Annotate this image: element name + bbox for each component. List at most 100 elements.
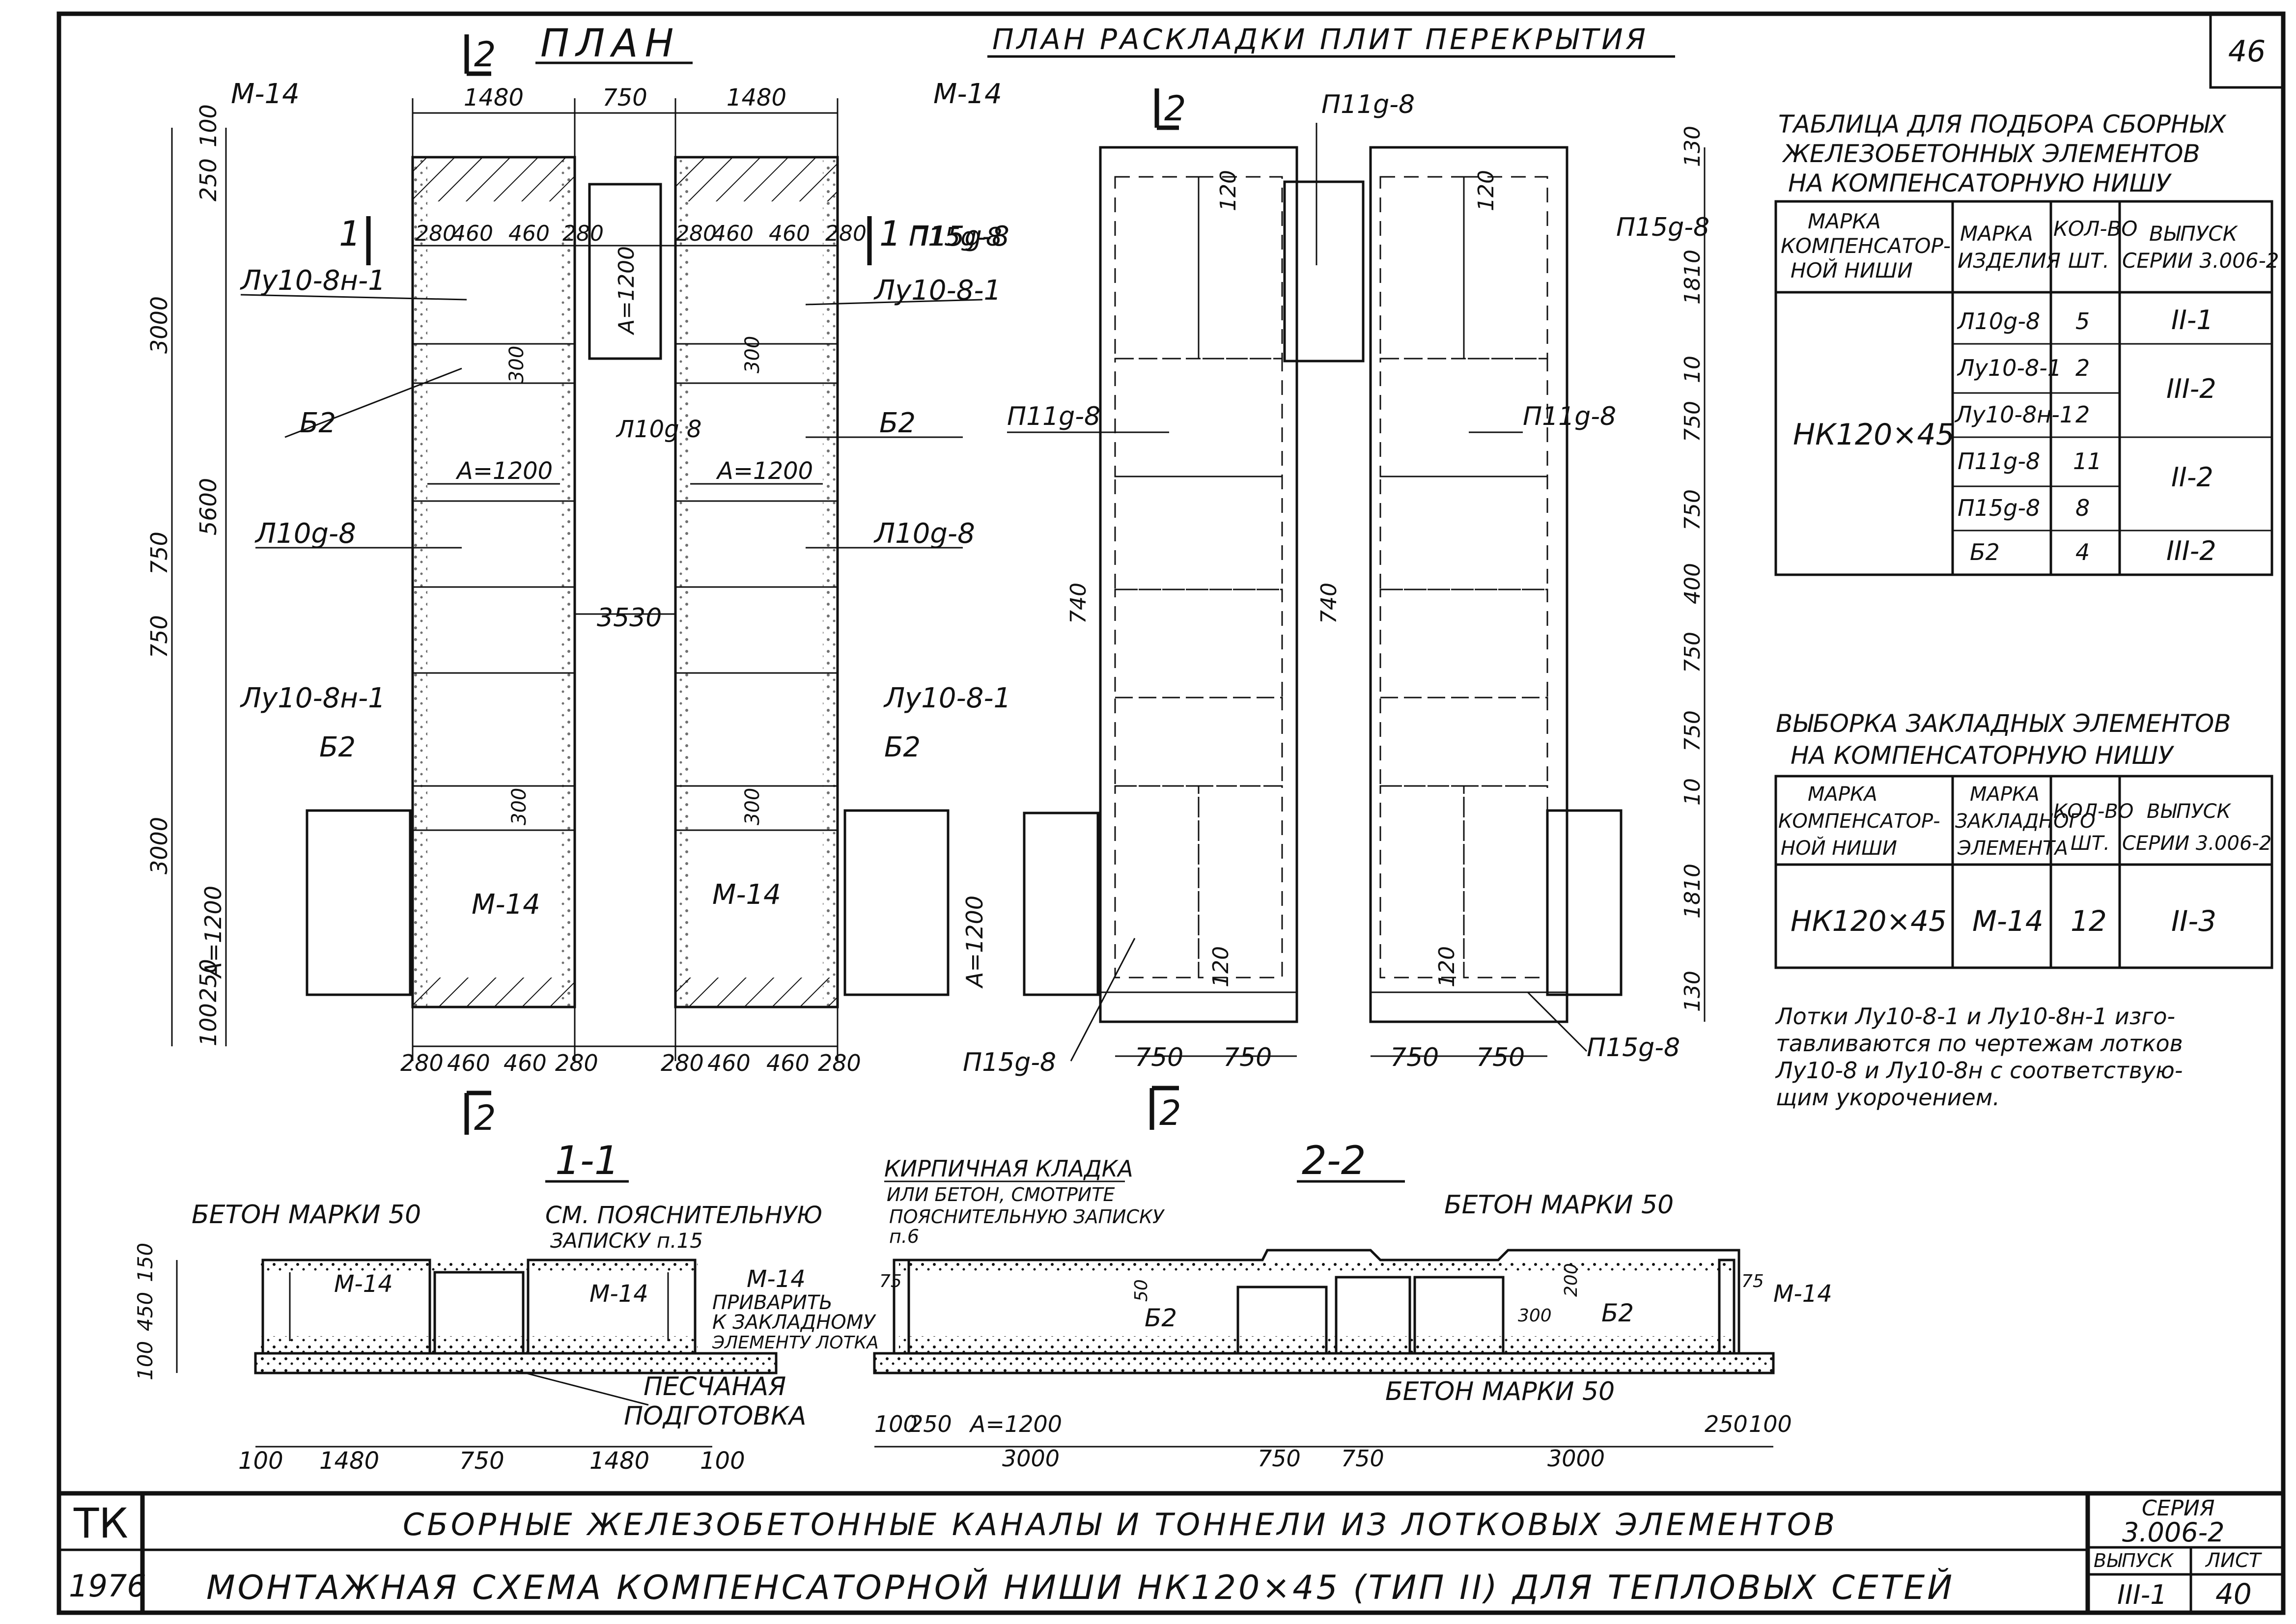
- section11-dim-left-1: 150: [133, 1243, 157, 1282]
- section22-brick-1: КИРПИЧНАЯ КЛАДКА: [884, 1155, 1133, 1182]
- plan-dim-300-2: 300: [741, 336, 764, 373]
- plan-dim-3530: 3530: [597, 603, 662, 633]
- title-year: 1976: [69, 1568, 146, 1604]
- section22-concrete-bottom: БЕТОН МАРКИ 50: [1385, 1377, 1615, 1406]
- table1-h3-2: ШТ.: [2068, 249, 2109, 273]
- table2-issue: II-3: [2171, 904, 2216, 938]
- layout-dim-r3: 10: [1680, 356, 1705, 383]
- plan-dim-300-1: 300: [505, 346, 528, 383]
- section11-sand-2: ПОДГОТОВКА: [624, 1401, 806, 1431]
- table2-h1-1: МАРКА: [1808, 783, 1877, 806]
- table1-issue-4: III-2: [2166, 535, 2216, 566]
- layout-label-p11-right: П11g-8: [1523, 402, 1616, 431]
- table2-h1-2: КОМПЕНСАТОР-: [1778, 810, 1940, 833]
- plan-dim-left-5: 750: [146, 532, 172, 575]
- table2-h4-1: ВЫПУСК: [2147, 800, 2232, 823]
- table1-h4-2: СЕРИИ 3.006-2: [2122, 249, 2279, 273]
- plan-label-l10g-right: Л10g-8: [873, 518, 975, 550]
- title-block: ТК 1976 СБОРНЫЕ ЖЕЛЕЗОБЕТОННЫЕ КАНАЛЫ И …: [59, 1491, 2283, 1613]
- section11-concrete: БЕТОН МАРКИ 50: [192, 1200, 421, 1230]
- section22-dim-200: 200: [1561, 1263, 1581, 1297]
- plan-dim-a-left: A=1200: [455, 457, 553, 485]
- plan-dim-inner-8: 280: [825, 221, 867, 246]
- layout-label-p11-left: П11g-8: [1007, 402, 1100, 431]
- section22-dim-b2: 250: [909, 1411, 952, 1437]
- table1-title-1: ТАБЛИЦА ДЛЯ ПОДБОРА СБОРНЫХ: [1778, 110, 2227, 139]
- plan-label-b2-left-1: Б2: [300, 407, 336, 439]
- table-elements: ТАБЛИЦА ДЛЯ ПОДБОРА СБОРНЫХ ЖЕЛЕЗОБЕТОНН…: [1774, 110, 2279, 576]
- table2-title-2: НА КОМПЕНСАТОРНУЮ НИШУ: [1791, 741, 2175, 770]
- plan-dim-a-side: A=1200: [961, 896, 988, 989]
- plan-label-b2-left-2: Б2: [319, 731, 356, 763]
- table2-item: М-14: [1972, 904, 2044, 938]
- table1-title-2: ЖЕЛЕЗОБЕТОННЫХ ЭЛЕМЕНТОВ: [1782, 140, 2200, 168]
- plan-dim-bottom-5: 280: [661, 1050, 704, 1076]
- layout-dim-r6: 400: [1680, 563, 1705, 604]
- plan-dim-left-3: 3000: [146, 296, 172, 354]
- plan-dim-left-4: 5600: [195, 478, 222, 535]
- plan-dim-bottom-8: 280: [818, 1050, 861, 1076]
- title-series-label: СЕРИЯ: [2142, 1496, 2215, 1521]
- layout-dim-b4: 750: [1476, 1043, 1525, 1072]
- plan-label-m14-bottom-right: М-14: [712, 879, 781, 911]
- layout-dim-r4: 750: [1680, 401, 1705, 442]
- title-org: ТК: [73, 1499, 128, 1547]
- sheet-border: [56, 11, 2286, 1615]
- layout-dim-120-4: 120: [1434, 946, 1459, 987]
- plan-label-l10g-left: Л10g-8: [254, 518, 356, 550]
- table2-title-1: ВЫБОРКА ЗАКЛАДНЫХ ЭЛЕМЕНТОВ: [1776, 709, 2231, 738]
- table1-qty-5: 8: [2075, 495, 2090, 521]
- table-embedded: ВЫБОРКА ЗАКЛАДНЫХ ЭЛЕМЕНТОВ НА КОМПЕНСАТ…: [1774, 709, 2273, 969]
- plan-dim-300-3: 300: [508, 788, 531, 825]
- layout-dim-740-left: 740: [1066, 583, 1091, 624]
- plan-section-mark-top: 2: [474, 34, 496, 75]
- section11-m14-left: М-14: [334, 1270, 393, 1298]
- section22-dim-b8: 250: [1705, 1411, 1748, 1437]
- plan-dim-inner-1: 280: [415, 221, 456, 246]
- layout-label-p15-bottom-right: П15g-8: [1587, 1033, 1680, 1063]
- sheet-number: 46: [2228, 34, 2266, 69]
- section22-b2-left: Б2: [1145, 1304, 1177, 1332]
- table1-item-2: Лу10-8-1: [1957, 355, 2062, 381]
- section22-dim-b5: 750: [1258, 1445, 1301, 1472]
- layout-dim-r9: 10: [1680, 778, 1705, 806]
- plan-label-p15g-8: П15g-8: [909, 221, 1009, 252]
- section22-dim-300: 300: [1518, 1306, 1552, 1326]
- section22-dim-b9: 100: [1749, 1411, 1792, 1437]
- layout-plan-section-mark-bottom: 2: [1159, 1093, 1181, 1133]
- plan-dim-top-2: 750: [602, 84, 647, 112]
- plan-dim-top-1: 1480: [464, 84, 524, 112]
- section11-m14-right: М-14: [589, 1280, 648, 1308]
- section-2-2: 2-2 КИРПИЧНАЯ КЛАДКА ИЛИ БЕТОН, СМОТРИТЕ…: [712, 1138, 1832, 1472]
- section11-sand-1: ПЕСЧАНАЯ: [644, 1372, 786, 1401]
- table1-item-1: Л10g-8: [1957, 308, 2040, 335]
- table1-qty-6: 4: [2075, 539, 2090, 565]
- layout-dim-r7: 750: [1680, 632, 1705, 673]
- note-line-3: Лу10-8 и Лу10-8н с соответствую-: [1775, 1057, 2183, 1084]
- table1-issue-3: II-2: [2171, 462, 2213, 493]
- plan-dim-bottom-3: 460: [504, 1050, 547, 1076]
- section22-dim-b1: 100: [874, 1411, 918, 1437]
- section22-weld-3: ЭЛЕМЕНТУ ЛОТКА: [712, 1333, 879, 1353]
- section22-dim-75-right: 75: [1741, 1271, 1764, 1291]
- section22-dim-50: 50: [1131, 1279, 1151, 1302]
- section11-dim-b3: 750: [459, 1447, 504, 1475]
- plan-dim-left-8: 250: [195, 959, 222, 1002]
- table1-qty-3: 2: [2075, 401, 2090, 428]
- table1-item-3: Лу10-8н-1: [1954, 401, 2074, 428]
- layout-dim-r8: 750: [1680, 710, 1705, 752]
- section11-see-note-2: ЗАПИСКУ п.15: [550, 1229, 703, 1253]
- plan-title: ПЛАН: [540, 22, 680, 66]
- table2-niche: НК120×45: [1791, 904, 1947, 938]
- section22-title: 2-2: [1302, 1138, 1366, 1183]
- title-line-2: МОНТАЖНАЯ СХЕМА КОМПЕНСАТОРНОЙ НИШИ НК12…: [206, 1568, 1955, 1607]
- table2-h2-2: ЗАКЛАДНОГО: [1955, 810, 2095, 833]
- plan-dim-inner-2: 460: [452, 221, 493, 246]
- section22-dim-b7: 3000: [1547, 1445, 1605, 1472]
- plan-label-l10g-mid: Л10g 8: [616, 416, 701, 443]
- plan-label-b2-right-2: Б2: [884, 731, 921, 763]
- table1-h2-2: ИЗДЕЛИЯ: [1958, 249, 2061, 273]
- section22-brick-4: п.6: [889, 1226, 919, 1247]
- title-sheet-label: ЛИСТ: [2205, 1549, 2263, 1572]
